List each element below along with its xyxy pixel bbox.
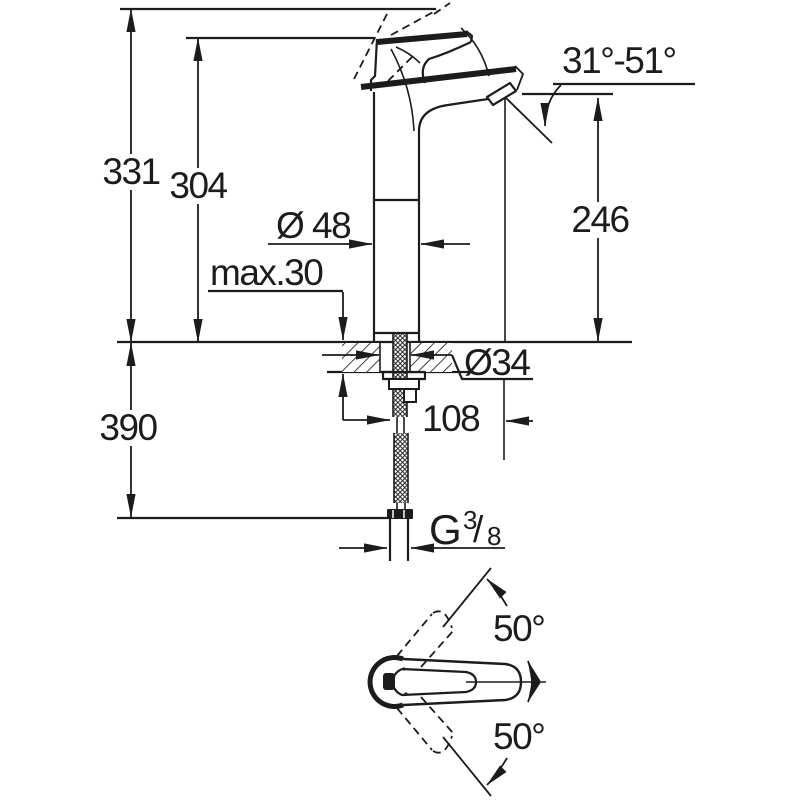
mounting-nut [388,378,420,390]
spout-top-surface [360,66,517,90]
swivel-line-up [442,567,492,628]
handle-underside [421,41,472,84]
label-max-deck-thickness: max.30 [210,252,323,293]
braided-hose [394,433,408,503]
label-outlet-projection: 108 [422,398,479,439]
stream-angle-line [504,96,553,144]
handle-cap-outline [367,655,404,709]
handle-swing-arc-small [395,46,421,64]
handle-swiveled-down-dashed [396,696,454,754]
construction-lines [503,96,553,460]
faucet-side-view [353,2,525,342]
label-thread-letter: G [429,506,461,553]
hose-core [396,417,405,433]
swivel-arc-center [527,660,541,703]
label-mask [570,202,631,238]
label-thread-denominator: 8 [487,521,501,551]
handle-swiveled-up-dashed [396,610,454,668]
label-swivel-down: 50° [493,716,544,757]
dimension-hose-length: 390 [97,342,388,520]
handle-dot-bottom [404,692,408,696]
deck-hatch-left [342,343,380,372]
swivel-arc-up [486,578,508,607]
dimension-stream-angle: 31°-51° [540,40,695,127]
label-thread-divider: / [473,509,484,550]
handle-top-surface [376,31,468,45]
swivel-line-down [442,736,492,797]
connection-nut [387,509,413,519]
label-spout-top-height: 304 [169,165,227,206]
label-mask [97,410,159,446]
shank-edges [392,334,408,417]
hose-nipple [403,388,417,403]
threaded-shank [393,334,407,417]
handle-raised-top-dashed [390,9,438,36]
swivel-arc-down [486,757,508,786]
label-mask [102,154,160,190]
handle-raised-tip-dashed [433,2,451,15]
handle-back-edge [369,38,379,91]
label-swivel-up: 50° [493,608,544,649]
dimension-thread: G 3 / 8 [339,505,505,553]
deck-section [117,340,632,374]
aerator [485,81,518,107]
dimension-max-deck-thickness: max.30 [208,252,348,420]
dimension-body-diameter: Ø 48 [268,205,470,249]
hose-end-collar [396,503,406,509]
handle-raised-back-dashed [353,9,390,80]
handle-plan-inner [391,667,478,697]
label-outlet-height: 246 [571,199,628,240]
spout-underside [417,97,489,132]
dimension-outlet-height: 246 [522,92,631,342]
label-mask [168,168,228,204]
dia34-leader [450,354,533,381]
handle-raised-underside-dashed [387,54,415,82]
dimension-hole-diameter: Ø34 [322,342,533,383]
faucet-top-view: 50° 50° [367,567,546,797]
angle-arc [540,84,562,127]
label-hose-length: 390 [99,407,157,448]
label-hole-diameter: Ø34 [464,342,530,383]
label-stream-angle: 31°-51° [562,40,676,81]
deck-hatch-right [410,343,452,372]
hose-edges [393,433,409,503]
label-total-height: 331 [102,151,159,192]
handle-swing-arc-large [390,48,415,132]
connection-nut-facets [392,510,405,518]
deck-hole-edges [379,342,411,372]
dimension-spout-top-height: 304 [168,36,374,343]
handle-dot-top [402,667,406,671]
label-body-diameter: Ø 48 [276,205,350,246]
spout-tip [514,65,525,91]
dimension-total-height: 331 [102,7,436,343]
handle-tip-arc [460,27,490,77]
handle-logo-plate [383,673,395,690]
dimension-outlet-projection: 108 [343,398,533,439]
supply-hose [381,334,427,561]
connection-pipe [388,519,410,561]
label-thread-numerator: 3 [463,505,477,535]
